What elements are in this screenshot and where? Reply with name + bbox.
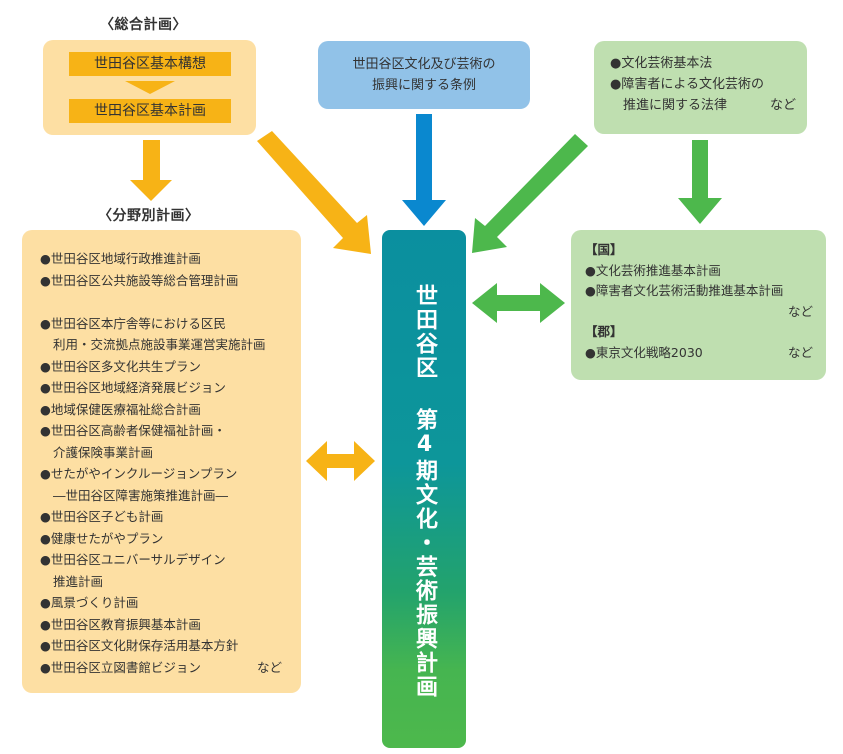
ordinance-line1: 世田谷区文化及び芸術の xyxy=(352,57,496,72)
national-metro-box: 【国】 ●文化芸術推進基本計画 ●障害者文化芸術活動推進基本計画 など 【郡】 … xyxy=(571,230,826,380)
basic-vision-label: 世田谷区基本構想 xyxy=(69,52,231,76)
arrow-general-to-center xyxy=(257,131,371,254)
arrow-general-to-sector xyxy=(130,140,172,201)
national-plan-item: ●文化芸術推進基本計画 xyxy=(585,262,721,278)
arrow-ordinance-to-center xyxy=(402,114,446,226)
sector-plan-item: ●世田谷区本庁舎等における区民 xyxy=(40,315,226,331)
sector-plan-item: ●世田谷区子ども計画 xyxy=(40,509,164,524)
law-item-continuation: 推進に関する法律 xyxy=(623,98,728,113)
national-plan-item: ●障害者文化芸術活動推進基本計画 xyxy=(585,283,784,298)
center-title-part2: 第4期文化・芸術振興計画 xyxy=(412,408,437,699)
general-plan-box: 世田谷区基本構想 世田谷区基本計画 xyxy=(43,40,256,135)
metro-heading: 【郡】 xyxy=(585,324,623,339)
ordinance-box: 世田谷区文化及び芸術の 振興に関する条例 xyxy=(318,41,530,109)
sector-plans-box: ●世田谷区地域行政推進計画 ●世田谷区公共施設等総合管理計画 ●世田谷区本庁舎等にお… xyxy=(22,230,301,693)
center-plan-box: 世田谷区第4期文化・芸術振興計画 xyxy=(382,230,466,748)
double-arrow-center-national xyxy=(472,283,565,323)
sector-plans-etc: など xyxy=(256,659,282,675)
sector-plan-item-continuation: 利用・交流拠点施設事業運営実施計画 xyxy=(53,337,266,352)
sector-plan-item: ●地域保健医療福祉総合計画 xyxy=(40,401,201,417)
sector-plan-item: ●世田谷区公共施設等総合管理計画 xyxy=(40,272,239,288)
sector-plan-item: ●健康せたがやプラン xyxy=(40,530,164,546)
sector-plan-item: ●世田谷区地域行政推進計画 xyxy=(40,251,201,266)
law-item: ●文化芸術基本法 xyxy=(610,56,713,71)
sector-plan-item-continuation: ―世田谷区障害施策推進計画― xyxy=(53,487,229,503)
sector-plan-item: ●風景づくり計画 xyxy=(40,595,139,610)
sector-plan-item: ●世田谷区地域経済発展ビジョン xyxy=(40,380,226,395)
list-spacer xyxy=(40,291,290,313)
arrow-laws-to-national xyxy=(678,140,722,224)
sector-plans-list: ●世田谷区地域行政推進計画 ●世田谷区公共施設等総合管理計画 ●世田谷区本庁舎等にお… xyxy=(40,248,290,678)
sector-plan-item-text: ●世田谷区立図書館ビジョン xyxy=(40,659,201,675)
sector-plan-item-continuation: 推進計画 xyxy=(53,573,104,589)
triangle-down-icon xyxy=(125,81,175,94)
ordinance-line2: 振興に関する条例 xyxy=(371,78,476,93)
sector-plans-heading: 〈分野別計画〉 xyxy=(98,208,200,224)
national-heading: 【国】 xyxy=(585,242,623,257)
laws-box: ●文化芸術基本法 ●障害者による文化芸術の 推進に関する法律 など xyxy=(594,41,807,134)
laws-etc: など xyxy=(769,98,796,113)
general-plan-heading: 〈総合計画〉 xyxy=(100,17,187,33)
basic-plan-label: 世田谷区基本計画 xyxy=(69,99,231,123)
arrow-laws-to-center xyxy=(472,134,588,253)
metro-etc: など xyxy=(787,344,813,360)
metro-plan-item: ●東京文化戦略2030 xyxy=(585,344,703,360)
double-arrow-sector-center xyxy=(306,441,375,481)
sector-plan-item: ●せたがやインクルージョンプラン xyxy=(40,466,238,481)
vision-to-plan-arrow xyxy=(125,81,175,94)
national-etc: など xyxy=(787,303,813,319)
sector-plan-item: ●世田谷区立図書館ビジョン など xyxy=(40,657,290,679)
sector-plan-item: ●世田谷区文化財保存活用基本方針 xyxy=(40,638,239,653)
sector-plan-item-continuation: 介護保険事業計画 xyxy=(53,444,154,460)
center-title-part1: 世田谷区 xyxy=(412,284,437,380)
sector-plan-item: ●世田谷区ユニバーサルデザイン xyxy=(40,552,226,567)
sector-plan-item: ●世田谷区多文化共生プラン xyxy=(40,358,201,374)
law-item: ●障害者による文化芸術の xyxy=(610,77,764,92)
sector-plan-item: ●世田谷区教育振興基本計画 xyxy=(40,616,201,632)
sector-plan-item: ●世田谷区高齢者保健福祉計画・ xyxy=(40,423,226,438)
center-plan-title: 世田谷区第4期文化・芸術振興計画 xyxy=(408,284,440,699)
